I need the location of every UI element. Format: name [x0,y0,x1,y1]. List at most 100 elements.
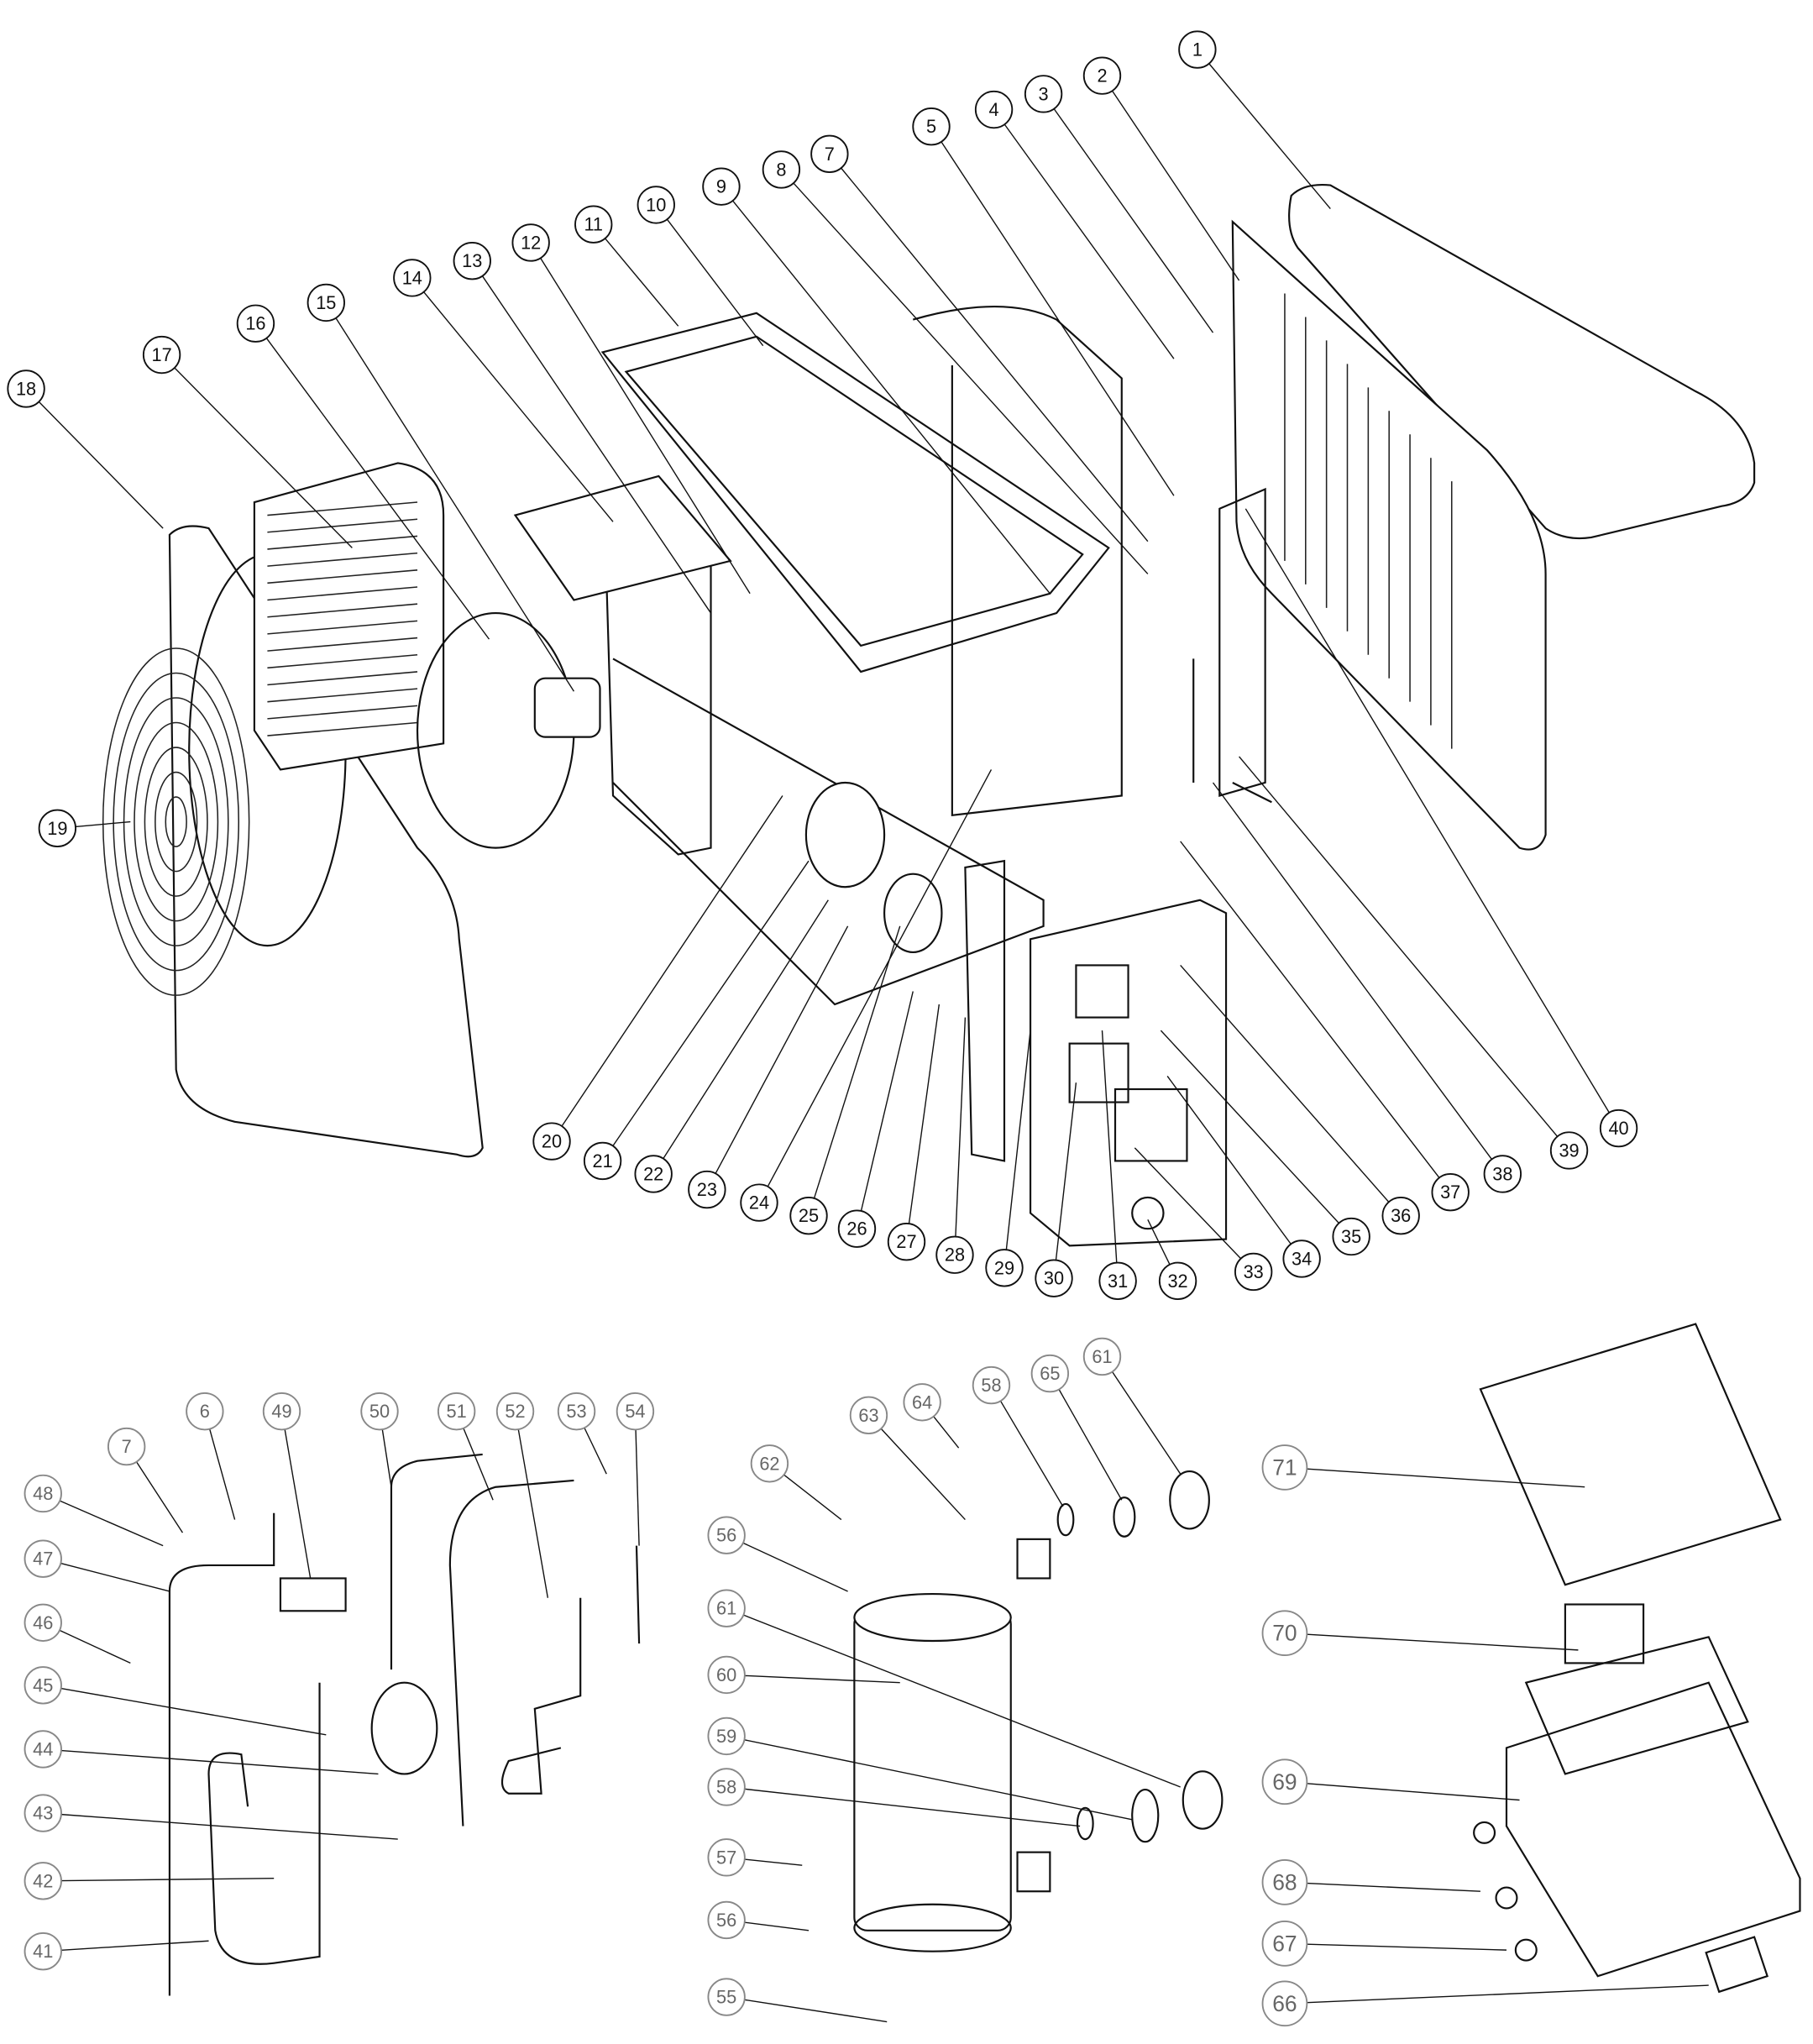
callout-circle [1035,1259,1073,1297]
callout-circle [707,1589,746,1627]
leader-line [1239,756,1559,1137]
callout-exchanger-0: 62 [750,1444,842,1521]
callout-circle [1178,30,1217,69]
leader-line [561,795,783,1127]
leader-line [767,769,993,1187]
callout-number: 58 [981,1375,1001,1396]
callout-number: 49 [271,1401,291,1422]
callout-circle [24,1539,62,1578]
top-cover [1288,184,1756,540]
leader-line [75,820,131,828]
callout-circle [1261,1921,1308,1967]
callout-number: 4 [989,99,999,120]
callout-number: 34 [1292,1248,1312,1269]
callout-number: 63 [858,1405,878,1426]
callout-exchanger-8: 60 [707,1655,900,1695]
callout-number: 3 [1039,83,1049,104]
callout-circle [511,223,550,262]
callout-upper-22: 24 [740,769,993,1222]
callout-circle [637,186,675,224]
leader-line [1160,1030,1339,1224]
leader-line [744,1788,1081,1827]
callout-number: 67 [1272,1931,1297,1956]
leader-line [744,1675,900,1684]
callout-number: 62 [759,1453,779,1474]
compressor [804,781,886,888]
callout-circle [1030,1354,1070,1393]
callout-number: 18 [16,378,36,399]
callout-circle [707,1768,746,1806]
leader-line [381,1429,392,1487]
leader-line [1307,1984,1709,2004]
callout-piping-9: 47 [24,1539,170,1592]
leader-line [1180,964,1390,1203]
callout-circle [142,335,181,375]
leader-line [1208,63,1331,210]
callout-exchanger-6: 56 [707,1516,848,1592]
leader-line [60,1940,209,1952]
leader-line [1053,108,1214,333]
leader-line [860,991,914,1212]
callout-number: 56 [716,1525,736,1546]
leader-line [744,1921,810,1931]
callout-circle [1282,1240,1321,1278]
callout-upper-6: 8 [762,150,1149,574]
callout-circle [532,1122,571,1161]
callout-number: 57 [716,1847,736,1868]
callout-upper-33: 35 [1160,1030,1370,1256]
leader-line [60,1687,327,1736]
callout-number: 37 [1440,1182,1460,1203]
callout-circle [186,1391,224,1431]
callout-upper-17: 19 [38,809,131,848]
callout-labels: 1234578910111213141516171819202122232425… [7,30,1709,2027]
callout-circle [740,1183,778,1222]
leader-line [517,1428,549,1598]
callout-circle [912,107,951,146]
leader-line [135,1461,184,1533]
leader-line [540,258,751,595]
callout-number: 25 [799,1205,819,1226]
leader-line [783,1474,842,1521]
electrical-panel [1029,899,1228,1247]
leader-line [208,1428,236,1520]
leader-line [744,1999,888,2023]
callout-number: 52 [505,1401,525,1422]
callout-number: 68 [1272,1869,1297,1895]
callout-circle [1261,1758,1308,1806]
callout-number: 11 [584,214,603,235]
leader-line [1101,1030,1118,1263]
leader-line [1147,1219,1171,1266]
leader-line [60,1878,275,1882]
callout-circle [702,167,741,206]
callout-piping-12: 44 [24,1730,379,1775]
side-grille-panel [1231,219,1547,851]
condenser-coil [253,462,445,771]
callout-upper-26: 28 [935,1017,974,1274]
callout-piping-10: 46 [24,1603,131,1664]
leader-line [1180,841,1440,1178]
leader-line [1307,1633,1579,1651]
callout-circle [707,1716,746,1756]
callout-upper-10: 12 [511,223,751,595]
callout-number: 31 [1108,1271,1128,1292]
callout-number: 44 [33,1738,53,1759]
callout-number: 51 [447,1401,467,1422]
callout-piping-1: 6 [186,1391,236,1520]
callout-number: 26 [846,1219,867,1240]
leader-line [1134,1147,1242,1260]
callout-piping-3: 50 [360,1391,399,1487]
callout-circle [849,1396,888,1434]
leader-line [335,317,575,692]
callout-circle [1599,1108,1638,1148]
callout-circle [887,1223,926,1261]
callout-circle [24,1862,62,1900]
callout-circle [495,1391,535,1431]
callout-exchanger-12: 56 [707,1900,810,1940]
callout-upper-12: 14 [393,259,614,522]
leader-line [1212,782,1492,1160]
callout-upper-28: 30 [1035,1082,1077,1297]
callout-circle [789,1196,828,1235]
callout-exchanger-5: 61 [1082,1337,1182,1475]
callout-circle [453,242,491,280]
leader-line [663,899,829,1159]
